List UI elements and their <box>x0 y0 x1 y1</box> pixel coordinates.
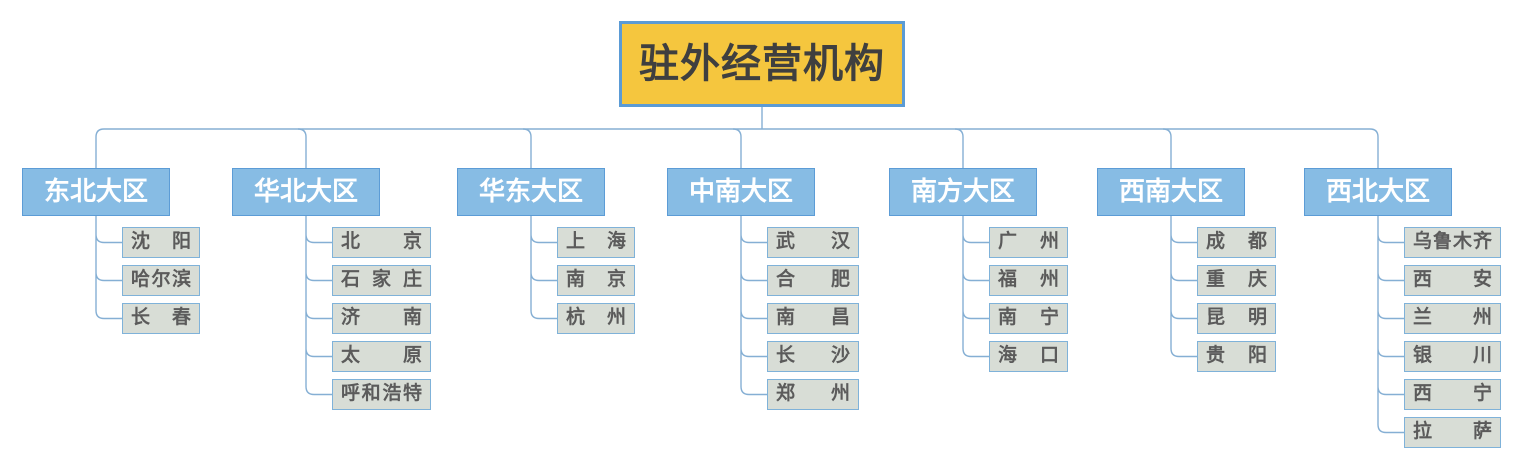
city-node[interactable]: 石家庄 <box>332 265 431 296</box>
city-node[interactable]: 南宁 <box>989 303 1068 334</box>
city-node[interactable]: 上海 <box>557 227 635 258</box>
region-node-east[interactable]: 华东大区 <box>457 168 605 216</box>
city-node[interactable]: 北京 <box>332 227 431 258</box>
region-node-northwest[interactable]: 西北大区 <box>1304 168 1452 216</box>
city-node[interactable]: 太原 <box>332 341 431 372</box>
region-node-southwest[interactable]: 西南大区 <box>1097 168 1245 216</box>
city-node[interactable]: 福州 <box>989 265 1068 296</box>
city-node[interactable]: 沈阳 <box>122 227 200 258</box>
root-node[interactable]: 驻外经营机构 <box>619 21 905 107</box>
city-node[interactable]: 重庆 <box>1197 265 1276 296</box>
city-node[interactable]: 杭州 <box>557 303 635 334</box>
city-node[interactable]: 呼和浩特 <box>332 379 431 410</box>
city-node[interactable]: 长沙 <box>767 341 859 372</box>
city-node[interactable]: 西宁 <box>1404 379 1501 410</box>
region-node-northeast[interactable]: 东北大区 <box>22 168 170 216</box>
city-node[interactable]: 南京 <box>557 265 635 296</box>
city-node[interactable]: 长春 <box>122 303 200 334</box>
city-node[interactable]: 南昌 <box>767 303 859 334</box>
city-node[interactable]: 西安 <box>1404 265 1501 296</box>
region-node-south[interactable]: 南方大区 <box>889 168 1037 216</box>
city-node[interactable]: 银川 <box>1404 341 1501 372</box>
city-node[interactable]: 武汉 <box>767 227 859 258</box>
city-node[interactable]: 拉萨 <box>1404 417 1501 448</box>
city-node[interactable]: 广州 <box>989 227 1068 258</box>
city-node[interactable]: 兰州 <box>1404 303 1501 334</box>
city-node[interactable]: 昆明 <box>1197 303 1276 334</box>
city-node[interactable]: 成都 <box>1197 227 1276 258</box>
city-node[interactable]: 哈尔滨 <box>122 265 200 296</box>
region-node-central-south[interactable]: 中南大区 <box>667 168 815 216</box>
city-node[interactable]: 贵阳 <box>1197 341 1276 372</box>
city-node[interactable]: 合肥 <box>767 265 859 296</box>
city-node[interactable]: 乌鲁木齐 <box>1404 227 1501 258</box>
city-node[interactable]: 济南 <box>332 303 431 334</box>
city-node[interactable]: 郑州 <box>767 379 859 410</box>
region-node-north[interactable]: 华北大区 <box>232 168 380 216</box>
city-node[interactable]: 海口 <box>989 341 1068 372</box>
